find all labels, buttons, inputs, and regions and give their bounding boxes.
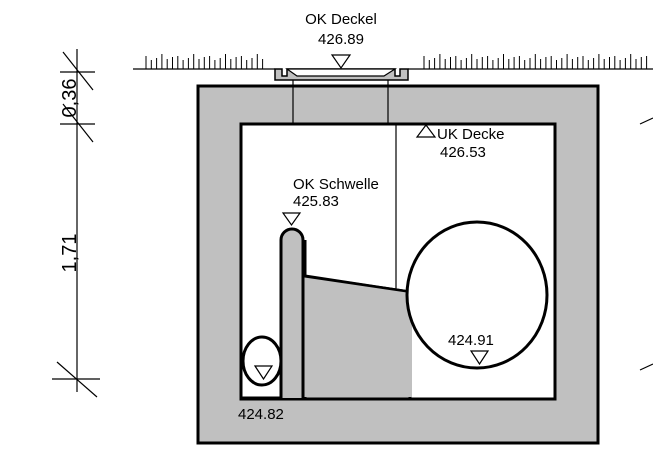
- uk-decke-marker-icon: [415, 124, 437, 138]
- weir: [279, 227, 305, 398]
- uk-decke-value: 426.53: [440, 144, 486, 161]
- ok-deckel-value: 426.89: [318, 31, 364, 48]
- dimension-middle: 1,71: [59, 234, 81, 273]
- large-pipe: [405, 220, 549, 370]
- small-pipe-value: 424.82: [238, 406, 284, 423]
- small-pipe-marker-icon: [253, 365, 274, 381]
- ok-schwelle-value: 425.83: [293, 193, 339, 210]
- dimension-chain: [52, 49, 100, 398]
- right-edge-tick-top: [639, 117, 653, 125]
- ok-schwelle-marker-icon: [281, 212, 302, 227]
- ok-schwelle-title: OK Schwelle: [293, 176, 379, 193]
- small-pipe: [241, 335, 283, 387]
- ground-hatch-right: [423, 54, 648, 69]
- large-pipe-marker-icon: [469, 350, 490, 366]
- ground-hatch-left: [145, 54, 264, 69]
- large-pipe-value: 424.91: [448, 332, 494, 349]
- manhole-lid: [274, 68, 409, 124]
- ok-deckel-title: OK Deckel: [305, 11, 377, 28]
- ok-deckel-marker-icon: [330, 54, 352, 70]
- ground-line: [133, 54, 653, 70]
- dimension-top: 0,36: [59, 79, 81, 118]
- benching-fill: [303, 276, 412, 397]
- right-edge-tick-bottom: [639, 363, 653, 371]
- uk-decke-title: UK Decke: [437, 126, 505, 143]
